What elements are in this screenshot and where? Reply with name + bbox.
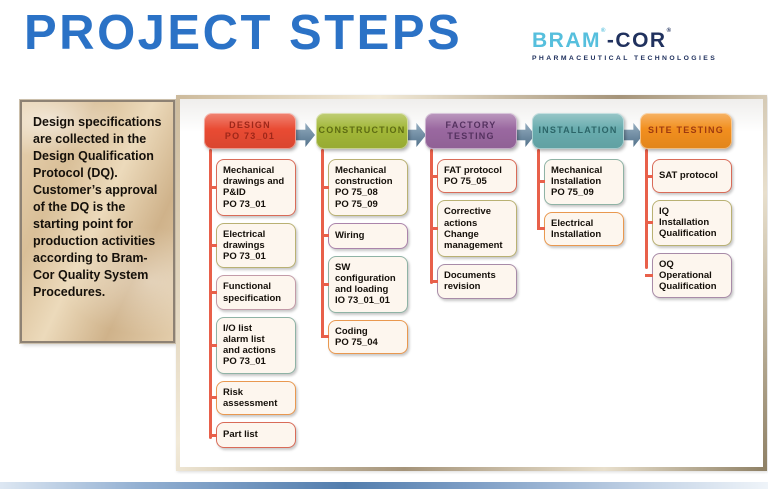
column-header-site-testing: SITE TESTING <box>640 113 732 149</box>
flow-node: Coding PO 75_04 <box>321 319 408 355</box>
flow-node-label: Mechanical Installation PO 75_09 <box>551 165 603 199</box>
registered-mark-icon: ® <box>666 28 673 34</box>
flow-node-label: Mechanical drawings and P&ID PO 73_01 <box>223 165 285 210</box>
flow-node-label: Electrical drawings PO 73_01 <box>223 228 266 263</box>
flow-node: I/O list alarm list and actions PO 73_01 <box>209 316 296 374</box>
connector-line <box>321 149 324 337</box>
flow-node-label: Wiring <box>335 230 365 242</box>
flow-node-label: Corrective actions Change management <box>444 206 503 252</box>
flow-node: Mechanical Installation PO 75_09 <box>537 159 624 205</box>
column-installation: INSTALLATION Mechanical Installation PO … <box>532 113 624 247</box>
logo-tagline: PHARMACEUTICAL TECHNOLOGIES <box>532 55 718 62</box>
right-arrow-icon <box>295 123 315 147</box>
connector-line <box>645 149 648 269</box>
column-construction: CONSTRUCTION Mechanical construction PO … <box>316 113 408 355</box>
flow-node: Mechanical drawings and P&ID PO 73_01 <box>209 159 296 216</box>
logo-brand-secondary: -COR <box>606 29 667 52</box>
flow-node: Risk assessment <box>209 380 296 416</box>
flow-node-label: SAT protocol <box>659 170 718 182</box>
column-header-construction: CONSTRUCTION <box>316 113 408 149</box>
flow-node-label: Coding PO 75_04 <box>335 325 378 348</box>
flow-node: Documents revision <box>430 264 517 299</box>
flow-node-label: Functional specification <box>223 281 282 304</box>
bram-cor-logo: BRAM®-COR® PHARMACEUTICAL TECHNOLOGIES <box>532 28 742 62</box>
column-design: DESIGN PO 73_01 Mechanical drawings and … <box>204 113 296 449</box>
flow-node: IQ Installation Qualification <box>645 200 732 246</box>
node-list: SAT protocol IQ Installation Qualificati… <box>645 159 732 299</box>
node-list: Mechanical Installation PO 75_09 Electri… <box>537 159 624 247</box>
flow-node: Corrective actions Change management <box>430 200 517 258</box>
flow-node-label: Documents revision <box>444 270 496 293</box>
node-list: Mechanical construction PO 75_08 PO 75_0… <box>321 159 408 355</box>
column-site-testing: SITE TESTING SAT protocol IQ Installatio… <box>640 113 732 299</box>
column-header-installation: INSTALLATION <box>532 113 624 149</box>
flow-node: Mechanical construction PO 75_08 PO 75_0… <box>321 159 408 216</box>
logo-wordmark: BRAM®-COR® <box>532 28 742 52</box>
node-list: FAT protocol PO 75_05 Corrective actions… <box>430 159 517 299</box>
flow-node: Electrical Installation <box>537 211 624 247</box>
flow-node-label: FAT protocol PO 75_05 <box>444 165 502 188</box>
flowchart-panel: DESIGN PO 73_01 Mechanical drawings and … <box>176 95 767 471</box>
flowchart: DESIGN PO 73_01 Mechanical drawings and … <box>180 99 763 467</box>
page-title: PROJECT STEPS <box>24 6 463 60</box>
node-list: Mechanical drawings and P&ID PO 73_01 El… <box>209 159 296 449</box>
connector-line <box>430 149 433 284</box>
flow-node: OQ Operational Qualification <box>645 252 732 299</box>
flow-node-label: SW configuration and loading IO 73_01_01 <box>335 261 396 307</box>
logo-brand-primary: BRAM <box>532 29 601 52</box>
flow-node: SW configuration and loading IO 73_01_01 <box>321 255 408 313</box>
column-factory-testing: FACTORY TESTING FAT protocol PO 75_05 Co… <box>425 113 517 299</box>
flow-node-label: IQ Installation Qualification <box>659 206 717 240</box>
flow-node: Part list <box>209 422 296 449</box>
flow-node-label: Part list <box>223 429 258 441</box>
design-note-text: Design specifications are collected in t… <box>33 115 162 299</box>
footer-bar <box>0 482 768 489</box>
flow-node: SAT protocol <box>645 159 732 193</box>
column-header-design: DESIGN PO 73_01 <box>204 113 296 149</box>
flow-node: Functional specification <box>209 275 296 310</box>
flow-node-label: OQ Operational Qualification <box>659 258 717 293</box>
column-header-factory-testing: FACTORY TESTING <box>425 113 517 149</box>
flow-node-label: Electrical Installation <box>551 217 602 240</box>
flow-node-label: I/O list alarm list and actions PO 73_01 <box>223 322 276 368</box>
flow-node: Wiring <box>321 222 408 249</box>
flow-node-label: Mechanical construction PO 75_08 PO 75_0… <box>335 165 393 210</box>
design-note-box: Design specifications are collected in t… <box>20 100 175 343</box>
registered-mark-icon: ® <box>601 28 607 34</box>
flow-node: Electrical drawings PO 73_01 <box>209 222 296 269</box>
flow-node-label: Risk assessment <box>223 386 278 409</box>
flow-node: FAT protocol PO 75_05 <box>430 159 517 194</box>
right-arrow-icon <box>406 123 426 147</box>
connector-line <box>537 149 540 230</box>
